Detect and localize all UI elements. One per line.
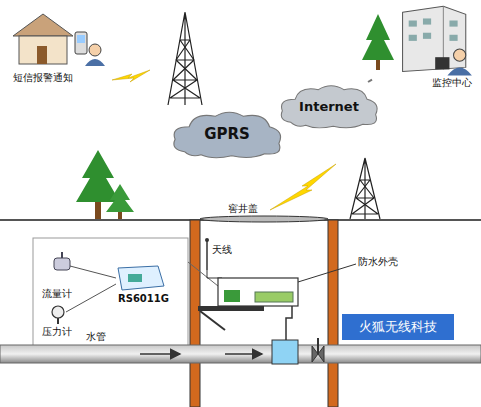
drawn-path	[352, 180, 378, 214]
drawn-path	[118, 266, 164, 290]
drawn-rect	[75, 32, 87, 54]
drawn-path	[362, 14, 394, 60]
drawn-line	[317, 338, 319, 354]
drawn-path	[112, 70, 150, 82]
drawn-rect	[19, 36, 67, 64]
drawn-rect	[423, 33, 431, 39]
drawn-rect	[376, 60, 380, 70]
node-box: 火狐无线科技	[342, 314, 454, 340]
node-box: 短信报警通知	[5, 5, 110, 87]
drawn-line	[368, 80, 372, 82]
drawn-rect	[449, 35, 457, 41]
drawn-rect	[198, 306, 264, 311]
part-label: 天线	[212, 244, 232, 255]
drawn-path	[350, 158, 380, 219]
part-label: RS6011G	[118, 293, 169, 304]
part-label: 流量计	[42, 288, 72, 299]
drawn-path	[76, 150, 120, 202]
drawn-line	[206, 240, 208, 270]
drawn-path	[403, 6, 466, 71]
drawn-line	[188, 262, 218, 286]
node-text: GPRS	[204, 125, 250, 143]
drawn-rect	[409, 35, 417, 41]
drawn-path	[286, 306, 292, 340]
drawn-path	[447, 67, 471, 75]
drawn-rect	[95, 202, 101, 220]
node-text: Internet	[299, 99, 359, 114]
drawn-g	[350, 158, 380, 219]
drawn-rect	[409, 21, 417, 27]
drawn-rect	[37, 46, 47, 64]
node-text: 火狐无线科技	[359, 318, 437, 336]
part-label: 压力计	[42, 326, 72, 337]
node-text: 监控中心	[432, 76, 472, 90]
drawn-circle	[205, 238, 209, 242]
connector	[368, 80, 372, 82]
drawn-path	[106, 184, 134, 212]
drawn-rect	[272, 340, 298, 364]
drawn-rect	[423, 18, 431, 24]
drawn-rect	[128, 274, 142, 282]
drawn-path	[70, 266, 116, 278]
part-label: 窖井盖	[228, 203, 258, 214]
drawn-path	[13, 14, 73, 36]
drawn-line	[140, 353, 180, 355]
node-box: Internet	[276, 82, 382, 130]
drawn-rect	[435, 57, 449, 69]
drawn-ellipse	[200, 216, 328, 222]
drawn-g	[409, 18, 458, 40]
drawn-rect	[218, 278, 298, 306]
drawn-rect	[54, 258, 70, 270]
node-box: 监控中心	[372, 2, 478, 92]
drawn-path	[281, 86, 377, 128]
drawn-path	[174, 112, 281, 158]
drawn-rect	[328, 220, 338, 407]
drawn-line	[200, 311, 225, 330]
drawn-path	[168, 12, 202, 105]
part-label: 防水外壳	[358, 256, 398, 267]
drawn-g	[66, 266, 116, 312]
drawn-line	[61, 252, 63, 258]
drawn-line	[298, 264, 356, 282]
drawn-rect	[190, 220, 200, 407]
drawn-path	[270, 164, 336, 210]
drawn-rect	[255, 292, 293, 302]
drawn-rect	[0, 345, 481, 363]
drawn-rect	[224, 290, 240, 302]
node-box: GPRS	[168, 108, 286, 160]
drawn-circle	[89, 44, 101, 56]
drawn-path	[170, 40, 200, 98]
drawn-path	[85, 59, 105, 66]
part-label: 水管	[86, 331, 106, 342]
drawn-path	[66, 284, 116, 312]
drawn-line	[225, 353, 262, 355]
drawn-path	[207, 270, 222, 278]
drawn-rect	[33, 238, 188, 346]
drawn-line	[57, 318, 59, 324]
drawn-rect	[118, 212, 122, 220]
drawn-circle	[454, 49, 466, 61]
drawn-g	[168, 12, 202, 105]
node-text: 短信报警通知	[13, 71, 73, 85]
drawn-rect	[77, 35, 85, 43]
drawn-rect	[449, 21, 457, 27]
drawn-circle	[52, 306, 64, 318]
